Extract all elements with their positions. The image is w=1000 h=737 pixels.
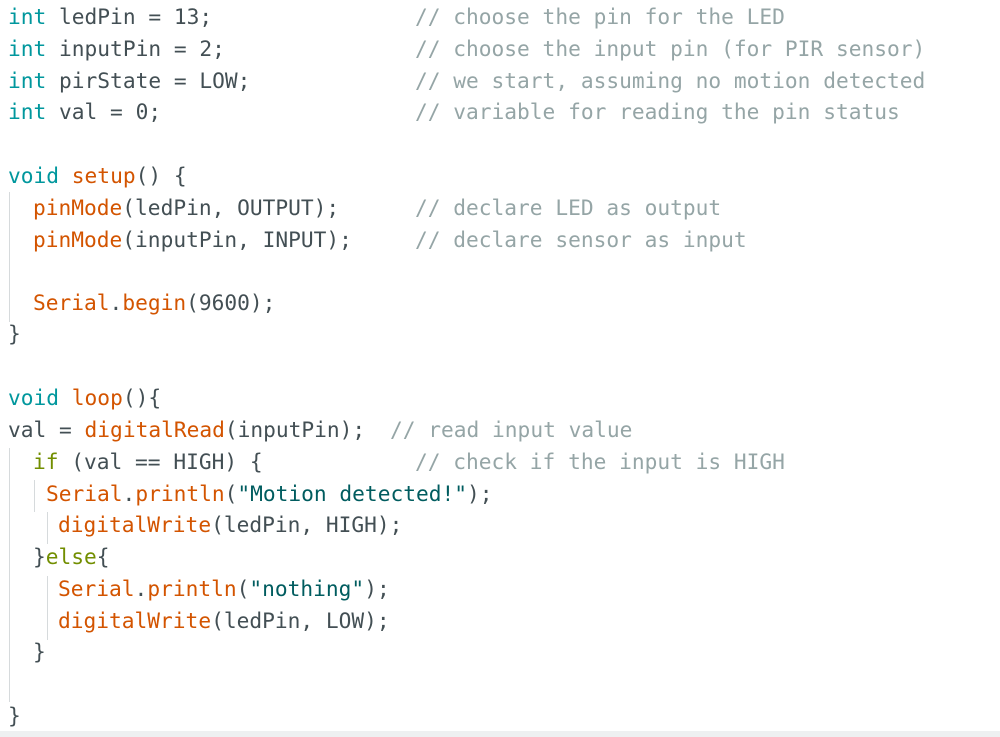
code-line[interactable]: pinMode(inputPin, INPUT); [33,224,352,256]
code-text: . [122,481,136,506]
code-comment: // variable for reading the pin status [415,99,900,124]
code-text: val = 0; [46,99,162,124]
code-line[interactable]: } [8,318,21,350]
code-text: } [33,639,46,664]
code-text: (9600); [186,290,276,315]
code-line[interactable]: if (val == HIGH) { [33,446,263,478]
code-line[interactable]: int pirState = LOW; [8,65,250,97]
code-text: ( [224,481,238,506]
code-text: (val == HIGH) { [58,449,263,474]
function-name: pinMode [33,227,123,252]
object-name: Serial [33,290,110,315]
indent-guide [47,512,48,544]
object-name: Serial [58,576,135,601]
code-text: . [134,576,148,601]
type-keyword: int [8,4,47,29]
code-line[interactable]: int ledPin = 13; [8,1,212,33]
code-line[interactable]: digitalWrite(ledPin, LOW); [58,605,390,637]
code-line[interactable]: pinMode(ledPin, OUTPUT); [33,192,339,224]
code-text: . [109,290,123,315]
code-text: inputPin = 2; [46,36,225,61]
code-line[interactable]: } [33,636,46,668]
function-name: begin [122,290,187,315]
function-name: setup [71,163,136,188]
code-line[interactable]: digitalWrite(ledPin, HIGH); [58,509,402,541]
code-comment: // declare LED as output [415,195,722,220]
code-text: } [8,703,21,728]
function-name: loop [71,385,123,410]
code-comment: // check if the input is HIGH [415,449,785,474]
code-line[interactable]: } [8,700,21,732]
type-keyword: int [8,36,47,61]
code-text: (inputPin); [224,417,366,442]
code-comment: // read input value [390,417,633,442]
function-name: println [135,481,225,506]
control-keyword: else [45,544,97,569]
function-name: println [147,576,237,601]
code-line[interactable]: Serial.println("nothing"); [58,573,390,605]
type-keyword: int [8,99,47,124]
code-line[interactable]: Serial.println("Motion detected!"); [46,478,493,510]
code-text: (){ [122,385,162,410]
code-line[interactable]: }else{ [33,541,110,573]
code-text: (ledPin, OUTPUT); [122,195,340,220]
code-line[interactable]: void loop(){ [8,382,161,414]
indent-guide [47,576,48,640]
code-line[interactable]: val = digitalRead(inputPin); [8,414,365,446]
code-text: pirState = LOW; [46,68,251,93]
code-comment: // declare sensor as input [415,227,747,252]
code-text: ); [364,576,390,601]
code-line[interactable]: void setup() { [8,160,187,192]
code-text: val = [8,417,85,442]
string-literal: "nothing" [249,576,365,601]
function-name: digitalWrite [58,608,212,633]
code-text: (inputPin, INPUT); [122,227,352,252]
function-name: digitalRead [84,417,225,442]
control-keyword: if [33,449,59,474]
code-comment: // we start, assuming no motion detected [415,68,926,93]
indent-guide [34,480,35,512]
code-text: ( [236,576,250,601]
code-text: ); [466,481,493,506]
code-text: () { [135,163,187,188]
code-text: (ledPin, HIGH); [211,512,403,537]
code-line[interactable]: int val = 0; [8,96,161,128]
code-text: ledPin = 13; [46,4,213,29]
code-comment: // choose the pin for the LED [415,4,785,29]
type-keyword: int [8,68,47,93]
function-name: digitalWrite [58,512,212,537]
type-keyword: void [8,163,60,188]
code-line[interactable]: Serial.begin(9600); [33,287,275,319]
function-name: pinMode [33,195,123,220]
string-literal: "Motion detected!" [237,481,467,506]
code-text: { [96,544,110,569]
code-text: } [33,544,46,569]
type-keyword: void [8,385,60,410]
indent-guide [9,192,10,322]
object-name: Serial [46,481,123,506]
code-text: } [8,321,21,346]
code-comment: // choose the input pin (for PIR sensor) [415,36,926,61]
code-text: (ledPin, LOW); [211,608,390,633]
code-line[interactable]: int inputPin = 2; [8,33,225,65]
indent-guide [9,448,10,702]
